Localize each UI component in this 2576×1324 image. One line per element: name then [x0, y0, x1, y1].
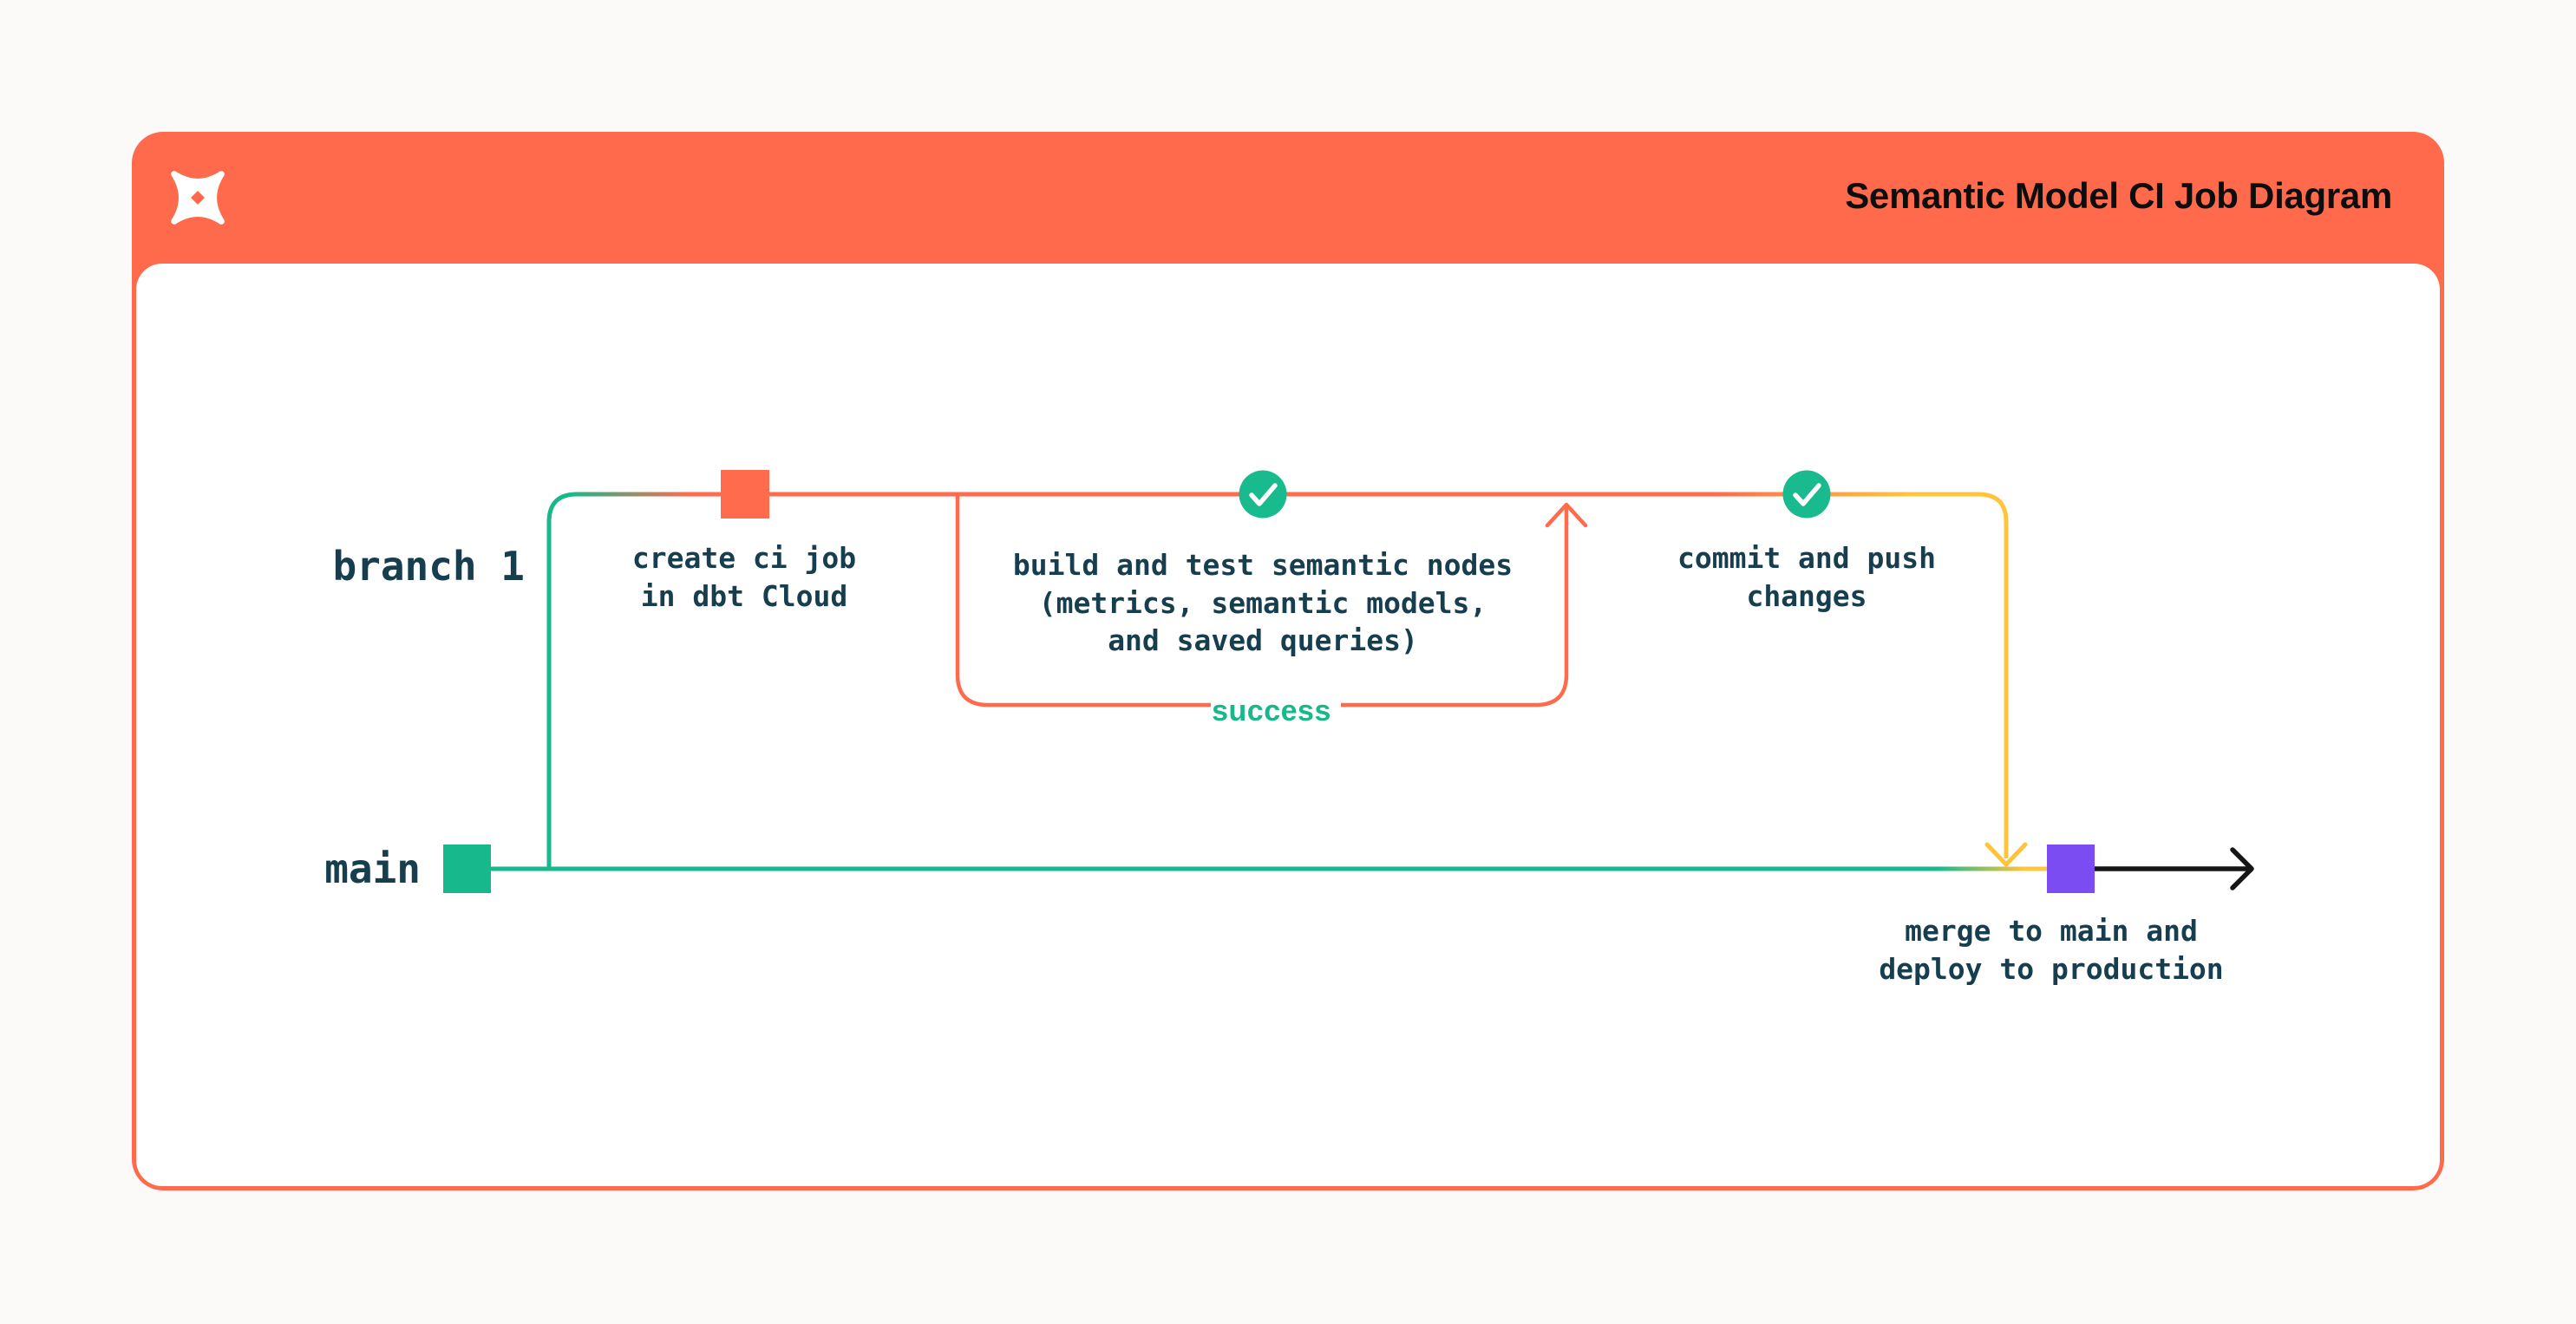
check-icon: [1782, 470, 1831, 519]
diagram-card: [132, 132, 2444, 1190]
node-label-commit-and-push: commit and push changes: [1677, 541, 1936, 613]
commit-marker-orange: [721, 470, 769, 519]
main-label: main: [324, 845, 421, 892]
commit-marker-purple: [2047, 845, 2095, 893]
commit-marker-green: [443, 845, 491, 893]
success-label: success: [1212, 695, 1331, 727]
check-icon: [1239, 470, 1287, 519]
success-up-arrowhead: [1545, 502, 1588, 528]
success-loop-line: [955, 496, 1569, 708]
page-title: Semantic Model CI Job Diagram: [1845, 175, 2392, 216]
card-body: [136, 264, 2440, 1186]
dbt-logo-icon: [171, 171, 225, 225]
node-label-merge-and-deploy: merge to main and deploy to production: [1879, 914, 2224, 986]
branch-label: branch 1: [332, 543, 525, 590]
node-label-build-and-test: build and test semantic nodes (metrics, …: [1012, 548, 1514, 658]
deploy-arrowhead: [2230, 847, 2254, 890]
merge-down-arrowhead: [1984, 842, 2028, 867]
node-label-create-ci-job: create ci job in dbt Cloud: [631, 541, 857, 613]
